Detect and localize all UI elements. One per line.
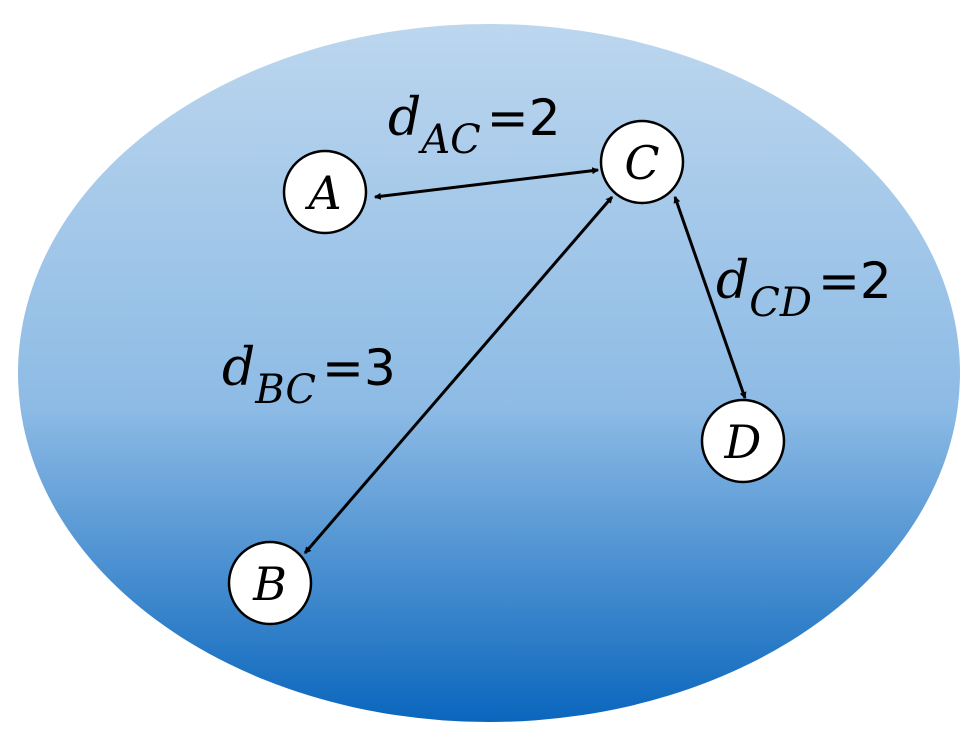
node-d-label: D bbox=[724, 415, 762, 469]
edge-label-bc: dBC=3 bbox=[222, 338, 396, 413]
edge-label-cd-value: 2 bbox=[860, 252, 892, 310]
edge-b-c bbox=[303, 196, 614, 554]
edge-label-cd: dCD=2 bbox=[716, 251, 892, 326]
edge-label-bc-sub: BC bbox=[254, 367, 316, 413]
edge-label-bc-var: d bbox=[222, 338, 255, 398]
node-c-circle bbox=[599, 119, 685, 205]
edge-label-ac-sub: AC bbox=[417, 117, 481, 163]
node-c-label: C bbox=[624, 136, 659, 190]
node-a-label: A bbox=[304, 166, 341, 220]
edge-label-bc-value: 3 bbox=[364, 339, 396, 397]
edge-label-ac-value: 2 bbox=[529, 89, 561, 147]
edge-label-bc-op: = bbox=[322, 339, 364, 397]
edge-label-cd-sub: CD bbox=[749, 280, 812, 326]
edge-label-cd-var: d bbox=[716, 251, 749, 311]
edge-label-ac-var: d bbox=[388, 88, 421, 148]
node-c: C bbox=[599, 119, 685, 205]
node-b-label: B bbox=[252, 557, 287, 611]
edge-label-ac: dAC=2 bbox=[388, 88, 561, 163]
node-a-circle bbox=[282, 149, 368, 235]
node-d-circle bbox=[700, 398, 786, 484]
node-a: A bbox=[282, 149, 368, 235]
node-b-circle bbox=[227, 540, 313, 626]
edge-label-ac-op: = bbox=[487, 89, 529, 147]
edge-label-cd-op: = bbox=[818, 252, 860, 310]
edge-a-c bbox=[373, 167, 600, 200]
edge-c-d bbox=[673, 195, 747, 400]
node-d: D bbox=[700, 398, 786, 484]
node-b: B bbox=[227, 540, 313, 626]
